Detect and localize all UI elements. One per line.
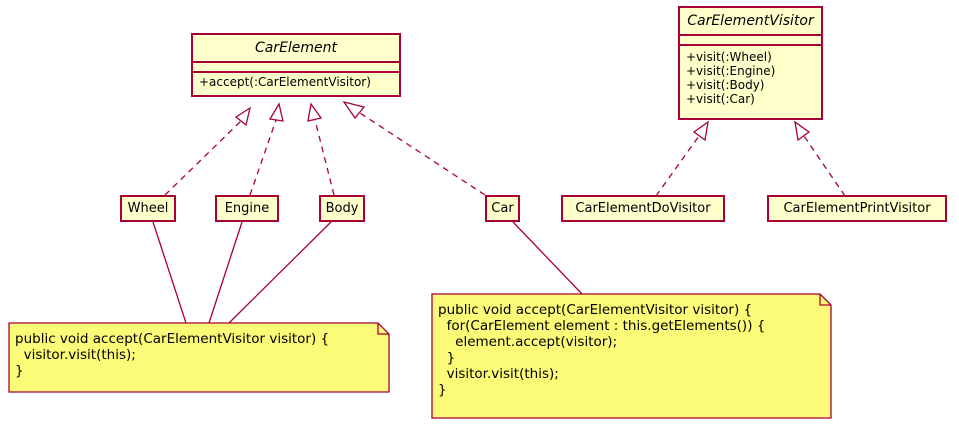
car-element-visitor-attributes — [680, 36, 821, 46]
visitor-operation: +visit(:Engine) — [686, 64, 776, 78]
car-class[interactable]: Car — [485, 195, 520, 222]
car-realization-arrowhead — [342, 100, 366, 120]
wheel-realization-arrowhead — [234, 106, 252, 127]
engine-class[interactable]: Engine — [215, 195, 279, 222]
car-accept-note: public void accept(CarElementVisitor vis… — [438, 302, 766, 398]
visitor-operation: +visit(:Body) — [686, 78, 765, 92]
car-accept-note-shape — [431, 293, 832, 419]
car-element-class-name: CarElement — [193, 35, 399, 63]
simple-accept-note-shape — [8, 322, 390, 393]
body-class[interactable]: Body — [319, 195, 365, 222]
wheel-realization-line — [164, 120, 242, 196]
engine-realization-arrowhead — [268, 102, 284, 122]
do-visitor-realization-line — [655, 135, 700, 197]
car-element-print-visitor-class[interactable]: CarElementPrintVisitor — [767, 195, 947, 222]
visitor-operation: +visit(:Car) — [686, 92, 755, 106]
car-note-link — [512, 221, 583, 295]
engine-realization-line — [249, 119, 277, 196]
car-element-operations: +accept(:CarElementVisitor) — [193, 73, 399, 91]
engine-note-link — [208, 221, 243, 324]
car-element-do-visitor-class[interactable]: CarElementDoVisitor — [561, 195, 725, 222]
car-realization-line — [359, 112, 486, 196]
body-realization-line — [314, 119, 335, 196]
car-element-visitor-class-name: CarElementVisitor — [680, 8, 821, 36]
body-note-link — [228, 221, 332, 324]
car-element-operation: +accept(:CarElementVisitor) — [199, 75, 371, 89]
print-visitor-realization-arrowhead — [794, 120, 811, 142]
wheel-note-link — [152, 221, 187, 324]
car-element-attributes — [193, 63, 399, 73]
visitor-operation: +visit(:Wheel) — [686, 50, 772, 64]
print-visitor-realization-line — [803, 135, 846, 197]
car-accept-note-fold — [819, 294, 831, 306]
body-realization-arrowhead — [307, 102, 323, 122]
car-element-visitor-operations: +visit(:Wheel) +visit(:Engine) +visit(:B… — [680, 46, 821, 108]
car-element-class[interactable]: CarElement +accept(:CarElementVisitor) — [191, 33, 401, 97]
simple-accept-note: public void accept(CarElementVisitor vis… — [15, 331, 330, 379]
car-element-visitor-class[interactable]: CarElementVisitor +visit(:Wheel) +visit(… — [678, 6, 823, 120]
wheel-class[interactable]: Wheel — [120, 195, 176, 222]
simple-accept-note-fold — [377, 323, 389, 335]
do-visitor-realization-arrowhead — [692, 120, 709, 142]
